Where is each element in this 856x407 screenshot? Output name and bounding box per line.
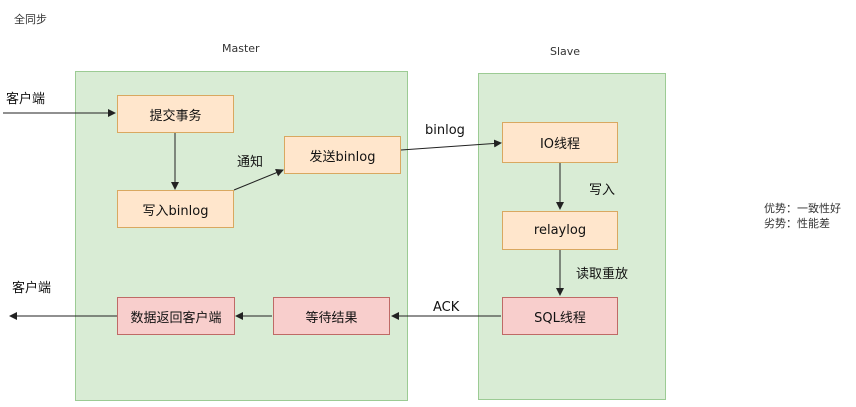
label-binlog: binlog [425, 123, 465, 138]
master-title: Master [222, 42, 260, 55]
label-ack: ACK [433, 300, 460, 315]
note-pro: 优势：一致性好 [764, 202, 841, 215]
node-io-thread: IO线程 [502, 122, 618, 163]
node-relaylog: relaylog [502, 211, 618, 250]
node-return-to-client: 数据返回客户端 [117, 297, 235, 335]
label-read-replay: 读取重放 [576, 267, 629, 282]
label-write-in: 写入 [589, 183, 616, 198]
slave-title: Slave [550, 45, 581, 58]
note-con: 劣势：性能差 [764, 217, 830, 230]
label-client-in: 客户端 [6, 92, 46, 107]
label-client-out: 客户端 [12, 281, 52, 296]
arrow-write-to-send [233, 168, 284, 191]
label-notify: 通知 [237, 155, 264, 170]
node-wait-result: 等待结果 [273, 297, 390, 335]
node-send-binlog: 发送binlog [284, 136, 401, 174]
arrow-send-to-io [400, 139, 502, 151]
node-sql-thread: SQL线程 [502, 297, 618, 335]
node-write-binlog: 写入binlog [117, 190, 234, 228]
node-submit-txn: 提交事务 [117, 95, 234, 133]
page-title: 全同步 [14, 13, 47, 26]
